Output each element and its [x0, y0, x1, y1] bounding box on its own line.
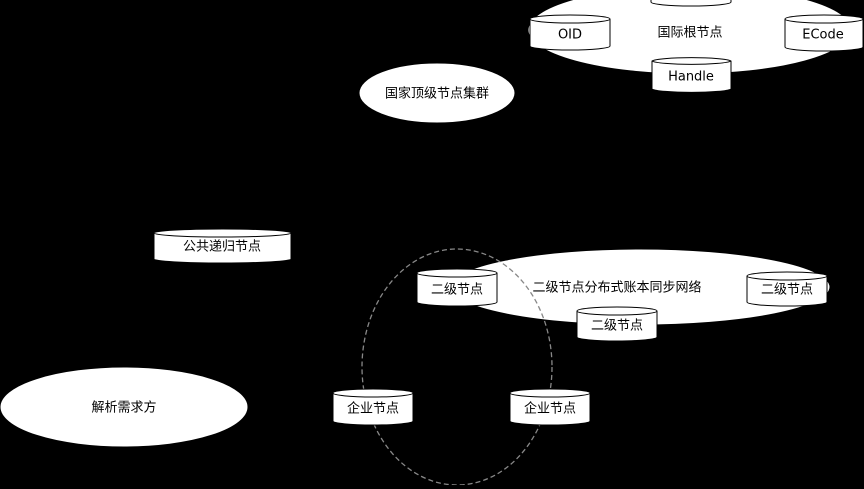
top-cylinder[interactable]: [650, 0, 732, 7]
enterprise-node-label: 企业节点: [347, 401, 399, 417]
ecode-cylinder[interactable]: ECode: [784, 14, 864, 52]
oid-cylinder[interactable]: OID: [529, 14, 611, 51]
root-label: 国际根节点: [657, 26, 722, 41]
tld-cluster-node[interactable]: 国家顶级节点集群: [358, 62, 516, 124]
oid-label: OID: [558, 28, 582, 43]
secondary-node-b[interactable]: 二级节点: [746, 271, 828, 307]
recursive-label: 公共递归节点: [183, 240, 261, 255]
secondary-network-label: 二级节点分布式账本同步网络: [532, 280, 701, 296]
arrow-connector: [466, 308, 486, 331]
enterprise-node-label: 企业节点: [524, 401, 576, 417]
recursive-node[interactable]: 公共递归节点: [153, 228, 292, 264]
secondary-node-c[interactable]: 二级节点: [576, 306, 658, 342]
ecode-label: ECode: [802, 28, 844, 43]
secondary-node-label: 二级节点: [431, 283, 483, 298]
tld-label: 国家顶级节点集群: [385, 86, 489, 102]
enterprise-node-b[interactable]: 企业节点: [509, 388, 591, 426]
secondary-node-a[interactable]: 二级节点: [416, 268, 498, 307]
handle-cylinder[interactable]: Handle: [651, 57, 732, 93]
enterprise-group-dashed-ellipse: [361, 248, 553, 486]
enterprise-node-a[interactable]: 企业节点: [332, 388, 414, 426]
requester-node[interactable]: 解析需求方: [0, 366, 249, 448]
handle-label: Handle: [668, 70, 714, 85]
secondary-node-label: 二级节点: [761, 283, 813, 298]
requester-label: 解析需求方: [91, 400, 156, 416]
secondary-network[interactable]: 二级节点分布式账本同步网络: [449, 248, 831, 326]
secondary-node-label: 二级节点: [591, 319, 643, 334]
